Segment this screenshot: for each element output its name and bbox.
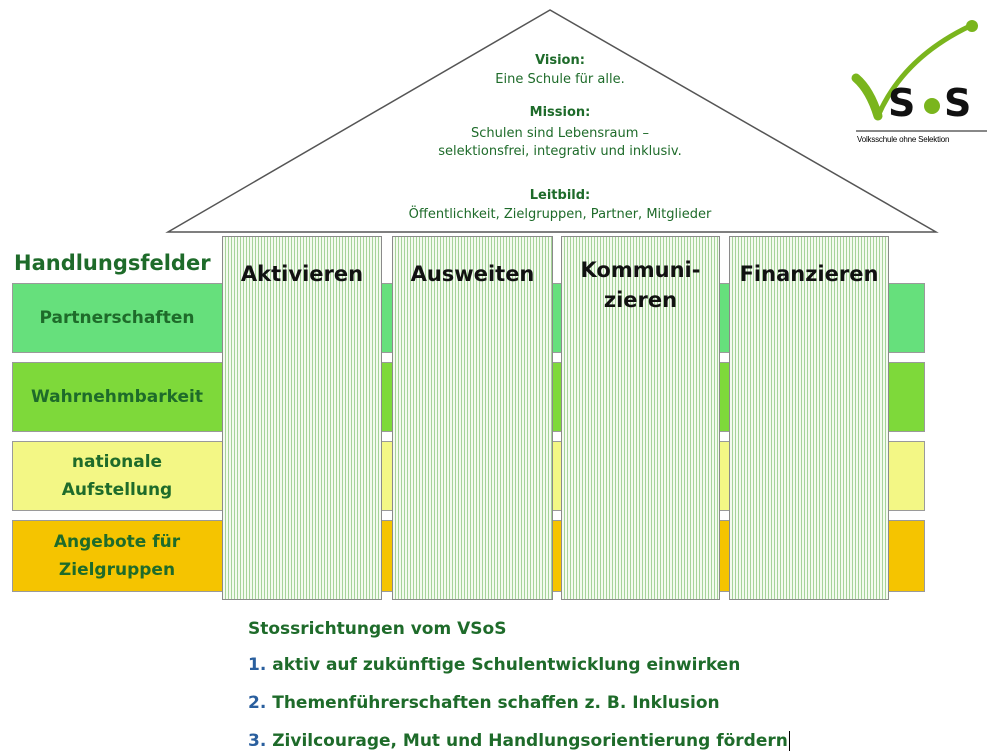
band-label-line1: Angebote für [53, 532, 181, 552]
leitbild-text: Öffentlichkeit, Zielgruppen, Partner, Mi… [408, 207, 712, 222]
list-item-text: Zivilcourage, Mut und Handlungsorientier… [272, 731, 788, 751]
band-label-wahrnehmbarkeit: Wahrnehmbarkeit [31, 387, 203, 407]
band-label-angebote: Angebote für Zielgruppen [12, 520, 222, 592]
pillar-title-line2: zieren [603, 288, 678, 312]
logo-dot [924, 98, 940, 114]
pillar-aktivieren: Aktivieren [222, 236, 382, 600]
vsos-logo: S S [851, 20, 987, 132]
leitbild-heading: Leitbild: [529, 188, 591, 203]
pillar-title: Ausweiten [393, 259, 552, 289]
band-label-nationale-aufstellung: nationale Aufstellung [12, 441, 222, 511]
list-item-text: Themenführerschaften schaffen z. B. Inkl… [272, 693, 720, 713]
band-label-line2: Zielgruppen [58, 560, 176, 580]
list-item: 3. Zivilcourage, Mut und Handlungsorient… [248, 731, 790, 751]
mission-line-2: selektionsfrei, integrativ und inklusiv. [438, 144, 682, 159]
vision-text: Eine Schule für alle. [495, 72, 625, 87]
pillar-kommunizieren: Kommuni- zieren [561, 236, 720, 600]
pillar-finanzieren: Finanzieren [729, 236, 889, 600]
pillar-ausweiten: Ausweiten [392, 236, 553, 600]
pillar-title-line1: Finanzieren [739, 262, 879, 286]
pillar-title: Aktivieren [223, 259, 381, 289]
mission-heading: Mission: [529, 105, 591, 120]
vision-heading: Vision: [535, 53, 585, 68]
pillar-title-line1: Ausweiten [410, 262, 535, 286]
band-label-line1: nationale [71, 452, 163, 472]
handlungsfelder-title: Handlungsfelder [14, 251, 211, 275]
list-item-text: aktiv auf zukünftige Schulentwicklung ei… [272, 655, 741, 675]
list-item: 2. Themenführerschaften schaffen z. B. I… [248, 693, 720, 713]
logo-letter-s2: S [944, 81, 971, 125]
band-label-partnerschaften: Partnerschaften [39, 308, 195, 328]
pillar-title-line1: Aktivieren [240, 262, 364, 286]
list-item-number: 2. [248, 693, 267, 713]
pillar-title: Kommuni- zieren [562, 255, 719, 315]
mission-line-1: Schulen sind Lebensraum – [471, 126, 649, 141]
stossrichtungen-title: Stossrichtungen vom VSoS [248, 619, 507, 639]
pillar-title: Finanzieren [730, 259, 888, 289]
band-label-line2: Aufstellung [61, 480, 173, 500]
list-item-number: 1. [248, 655, 267, 675]
logo-letter-s1: S [888, 81, 915, 125]
list-item: 1. aktiv auf zukünftige Schulentwicklung… [248, 655, 740, 675]
text-cursor [788, 731, 790, 751]
list-item-number: 3. [248, 731, 267, 751]
logo-subtitle: Volksschule ohne Selektion [857, 135, 950, 144]
pillar-title-line1: Kommuni- [580, 258, 701, 282]
